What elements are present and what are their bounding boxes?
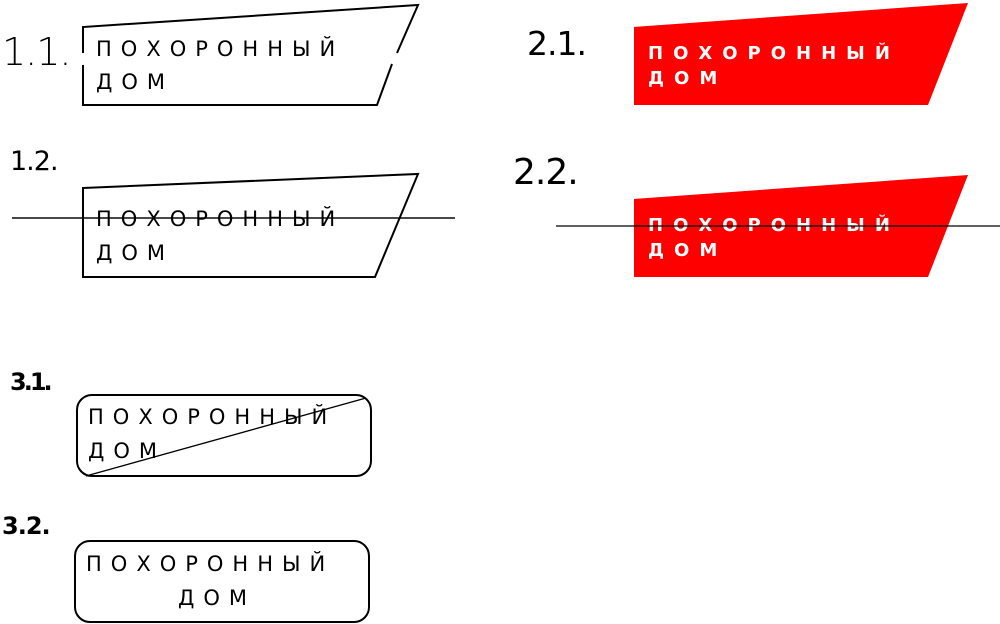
variant-label-1-2: 1.2. xyxy=(10,146,59,177)
variant-3-2-frame xyxy=(74,540,370,623)
variant-label-2-2: 2.2. xyxy=(513,152,579,193)
variant-label-1-1: 1.1. xyxy=(2,30,72,74)
variant-2-1-line1: ПОХОРОННЫЙ xyxy=(648,43,900,64)
variant-1-2-line1: ПОХОРОННЫЙ xyxy=(96,207,345,231)
variant-label-2-1: 2.1. xyxy=(527,24,587,63)
variant-2-1-shape xyxy=(634,3,968,105)
variant-3-2-line2: ДОМ xyxy=(178,586,257,610)
variant-3-1-line1: ПОХОРОННЫЙ xyxy=(88,405,337,429)
variant-label-3-2: 3.2. xyxy=(2,512,51,540)
variant-2-2-line1: ПОХОРОННЫЙ xyxy=(648,215,900,236)
variant-3-2-line1: ПОХОРОННЫЙ xyxy=(86,552,335,576)
variant-label-3-1: 3.1. xyxy=(10,368,53,396)
variant-1-1-frame xyxy=(82,3,420,106)
variant-1-1-line1: ПОХОРОННЫЙ xyxy=(96,37,345,61)
variant-2-2-line2: ДОМ xyxy=(648,240,728,261)
variant-2-1-line2: ДОМ xyxy=(648,68,728,89)
variant-3-1-line2: ДОМ xyxy=(88,439,167,463)
variant-1-2-line2: ДОМ xyxy=(96,241,175,265)
variant-1-1-line2: ДОМ xyxy=(96,70,175,94)
